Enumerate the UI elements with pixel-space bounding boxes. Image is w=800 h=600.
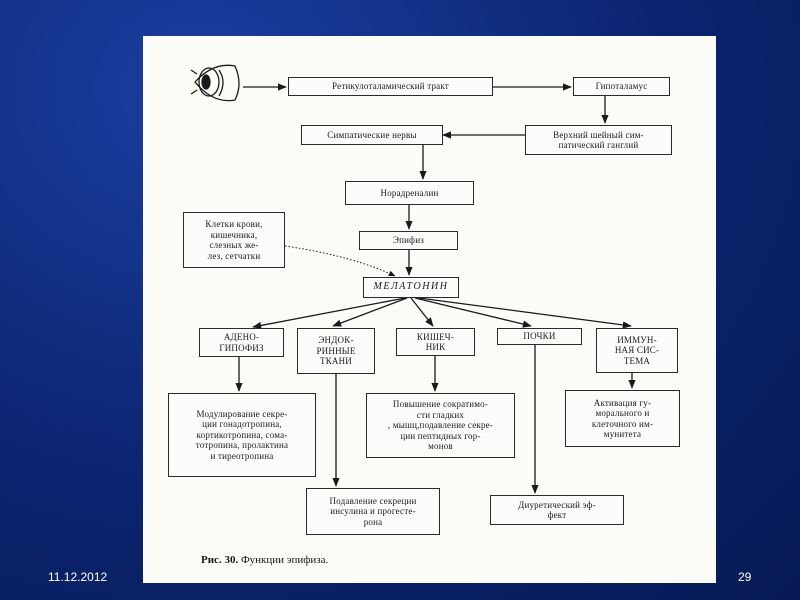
node-blood-cells: Клетки крови, кишечника, слезных же- лез… — [183, 212, 285, 268]
node-immunity-effect: Активация гу- морального и клеточного им… — [565, 390, 680, 447]
slide-page-number: 29 — [738, 570, 752, 584]
caption-label: Рис. 30. — [201, 554, 239, 566]
node-epiphysis: Эпифиз — [359, 231, 458, 250]
caption-text: Функции эпифиза. — [238, 554, 329, 566]
node-kidneys: ПОЧКИ — [497, 328, 582, 345]
node-reticulothalamic-tract: Ретикулоталамический тракт — [288, 77, 493, 96]
node-endocrine-tissues: ЭНДОК- РИННЫЕ ТКАНИ — [297, 328, 375, 374]
arrow-cells-to-melatonin — [284, 245, 396, 277]
figure-sheet: Ретикулоталамический тракт Гипоталамус С… — [143, 36, 716, 583]
connector-layer — [190, 64, 636, 494]
node-insulin-effect: Подавление секреции инсулина и прогесте-… — [306, 488, 440, 535]
effect-arrows — [235, 345, 636, 494]
node-diuretic-effect: Диуретический эф- фект — [490, 495, 624, 525]
node-gonadotropin-effect: Модулирование секре- ции гонадотропина, … — [168, 393, 316, 477]
node-intestine: КИШЕЧ- НИК — [396, 328, 475, 356]
figure-caption: Рис. 30. Функции эпифиза. — [201, 554, 328, 566]
node-immune-system: ИММУН- НАЯ СИС- ТЕМА — [596, 328, 678, 373]
node-smooth-muscle-effect: Повышение сократимо- сти гладких , мышц,… — [366, 393, 515, 458]
slide-date: 11.12.2012 — [48, 570, 108, 584]
eye-icon — [190, 64, 240, 102]
node-noradrenaline: Норадреналин — [345, 181, 474, 205]
node-hypothalamus: Гипоталамус — [573, 77, 670, 96]
node-sympathetic-nerves: Симпатические нервы — [301, 125, 443, 145]
node-cervical-ganglion: Верхний шейный сим- патический ганглий — [525, 125, 672, 155]
melatonin-fan — [252, 297, 632, 330]
node-melatonin: МЕЛАТОНИН — [363, 277, 459, 298]
node-adenohypophysis: АДЕНО- ГИПОФИЗ — [199, 328, 284, 357]
